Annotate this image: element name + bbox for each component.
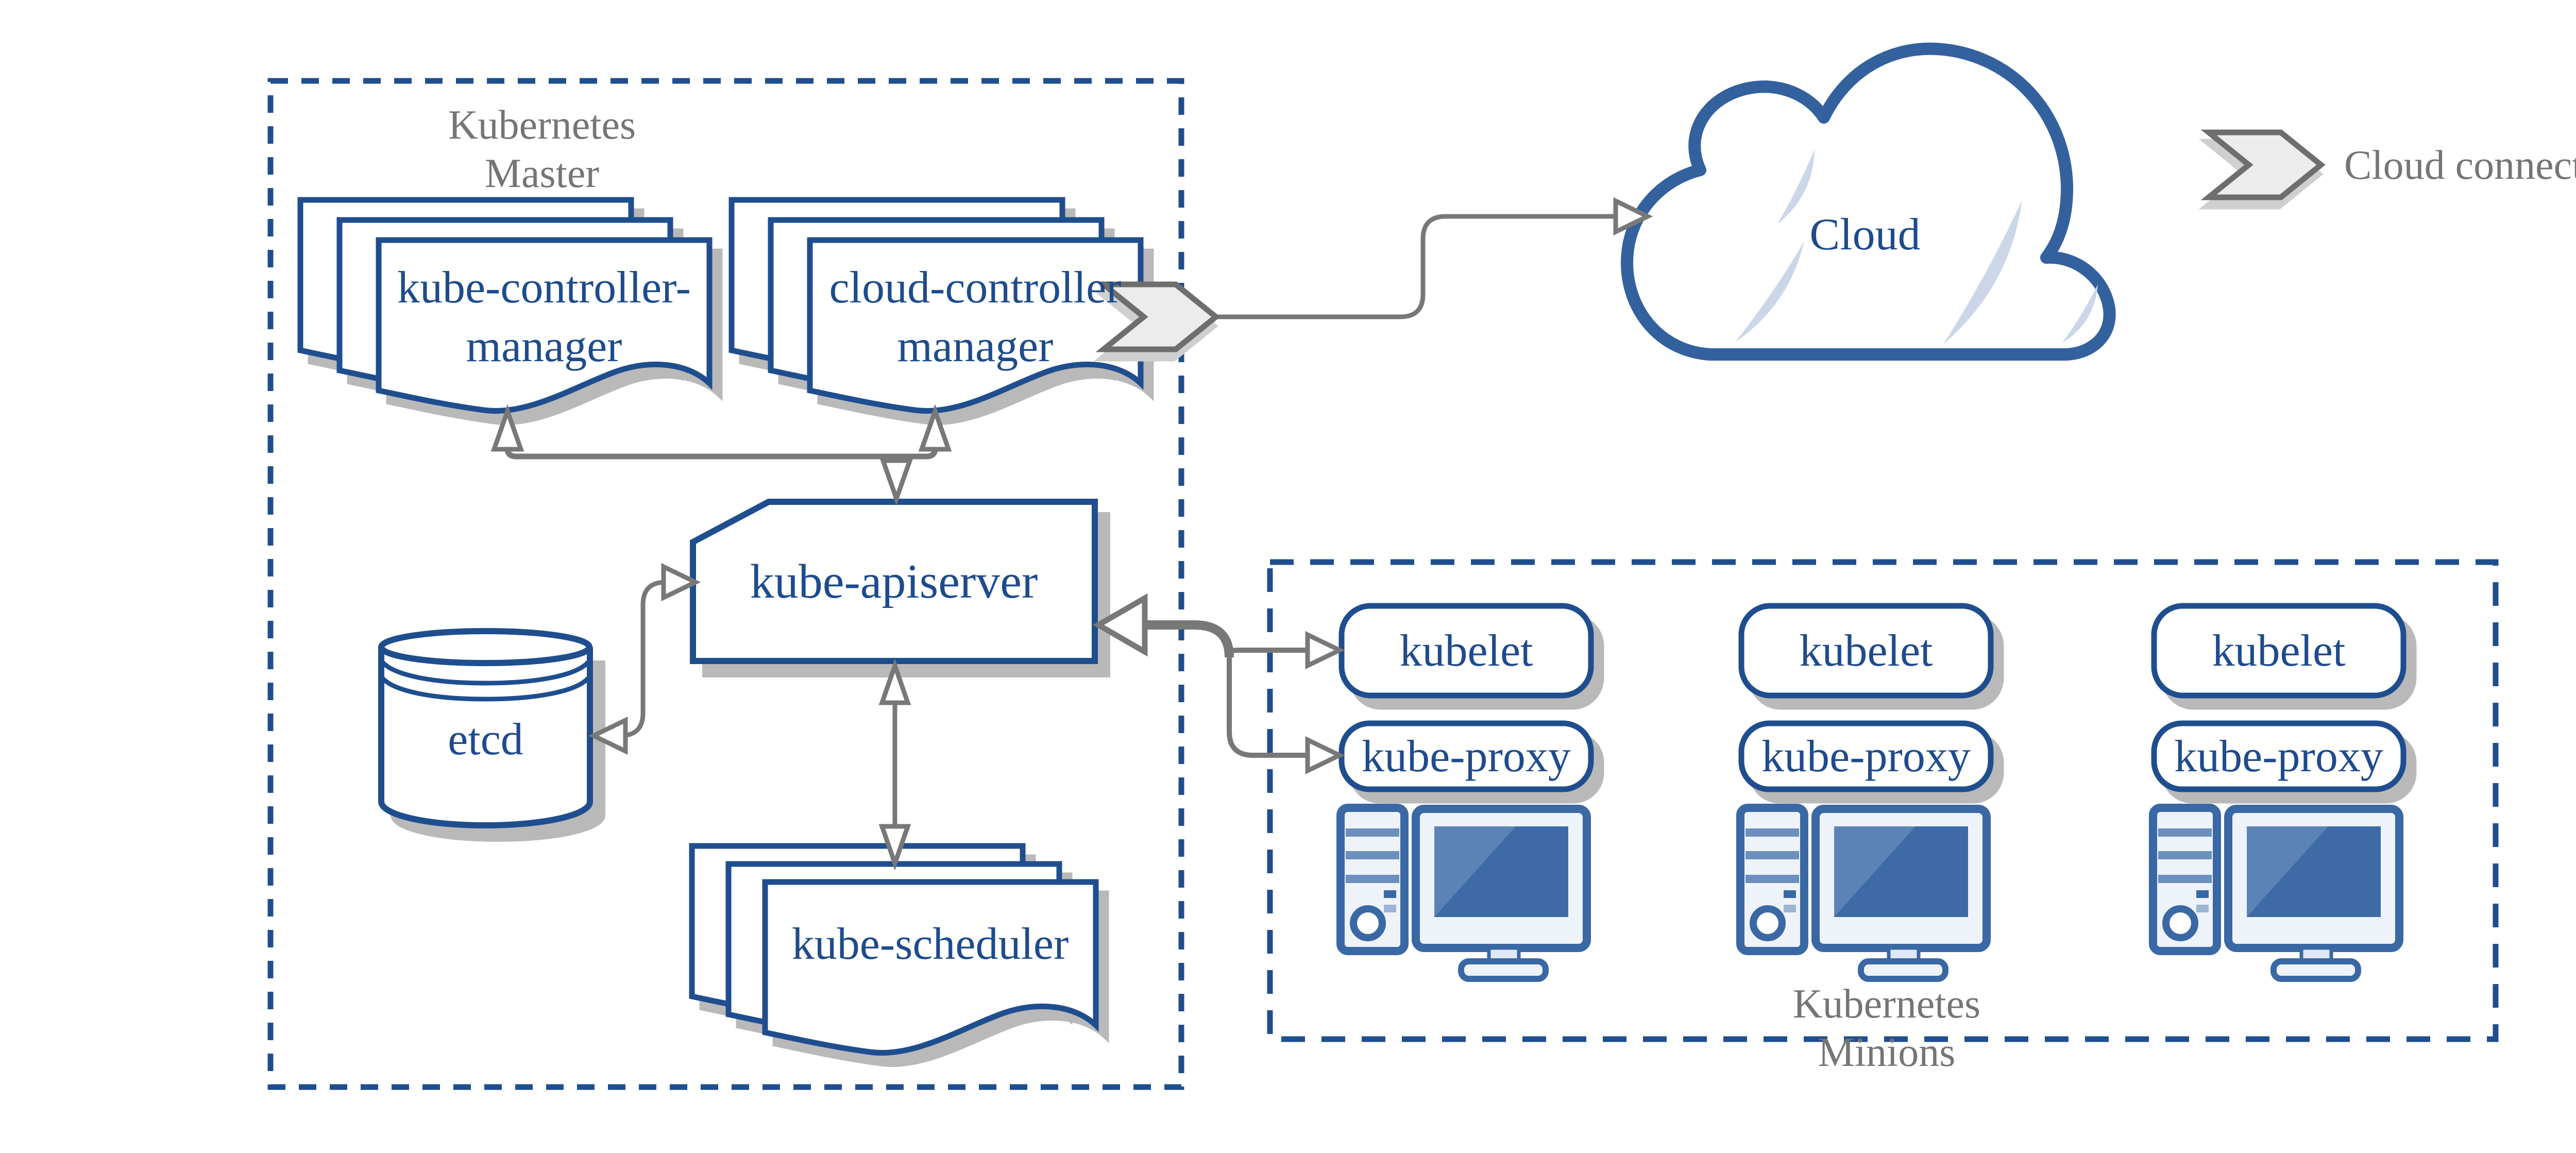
trunk-branch-to-kubelet bbox=[1227, 648, 1308, 655]
database-cylinder-icon bbox=[378, 628, 593, 829]
arrowhead-right-icon bbox=[661, 563, 701, 602]
kube-proxy-box bbox=[1738, 720, 1994, 792]
kube-proxy-box bbox=[2151, 720, 2406, 792]
kubelet-box bbox=[1338, 603, 1594, 699]
trunk-branch-to-kube-proxy bbox=[1227, 653, 1308, 758]
arrowhead-down-icon bbox=[878, 824, 911, 871]
workstation-icon bbox=[1736, 804, 1991, 982]
controllers-to-apiserver-connector bbox=[504, 448, 938, 460]
arrowhead-right-icon bbox=[1613, 197, 1653, 236]
arrowhead-up-icon bbox=[918, 404, 952, 452]
cloud-connector-chevron-icon bbox=[1095, 281, 1221, 352]
minion-node-shapes bbox=[2149, 603, 2406, 982]
document-stack-icon bbox=[728, 197, 1144, 414]
cloud-connector-line bbox=[1216, 214, 1616, 319]
apiserver-to-etcd-connector bbox=[598, 580, 693, 738]
minion-node bbox=[1336, 603, 1594, 982]
document-stack-icon bbox=[689, 843, 1099, 1056]
arrowhead-right-icon bbox=[1305, 631, 1345, 670]
workstation-icon bbox=[1336, 804, 1591, 982]
minion-node-shapes bbox=[1336, 603, 1594, 982]
arrowhead-down-icon bbox=[879, 458, 913, 506]
kubelet-box bbox=[2151, 603, 2406, 699]
arrowhead-left-icon bbox=[588, 716, 628, 755]
legend-chevron-icon bbox=[2200, 129, 2326, 200]
kubernetes-minions-group-box bbox=[1267, 559, 2499, 1042]
workstation-icon bbox=[2149, 804, 2403, 982]
cloud-icon bbox=[1621, 42, 2116, 361]
connector-arrows bbox=[490, 197, 1653, 871]
arrowhead-up-icon bbox=[490, 404, 524, 452]
apiserver-to-minions-trunk bbox=[1140, 620, 1234, 658]
minion-node-shapes bbox=[1736, 603, 1994, 982]
arrowhead-right-icon bbox=[1305, 736, 1345, 775]
arrowhead-left-icon bbox=[1093, 593, 1148, 657]
kubelet-box bbox=[1738, 603, 1994, 699]
kube-proxy-box bbox=[1338, 720, 1594, 792]
document-stack-icon bbox=[297, 197, 713, 414]
arrowhead-up-icon bbox=[878, 658, 911, 705]
kube-apiserver-card bbox=[690, 499, 1098, 664]
